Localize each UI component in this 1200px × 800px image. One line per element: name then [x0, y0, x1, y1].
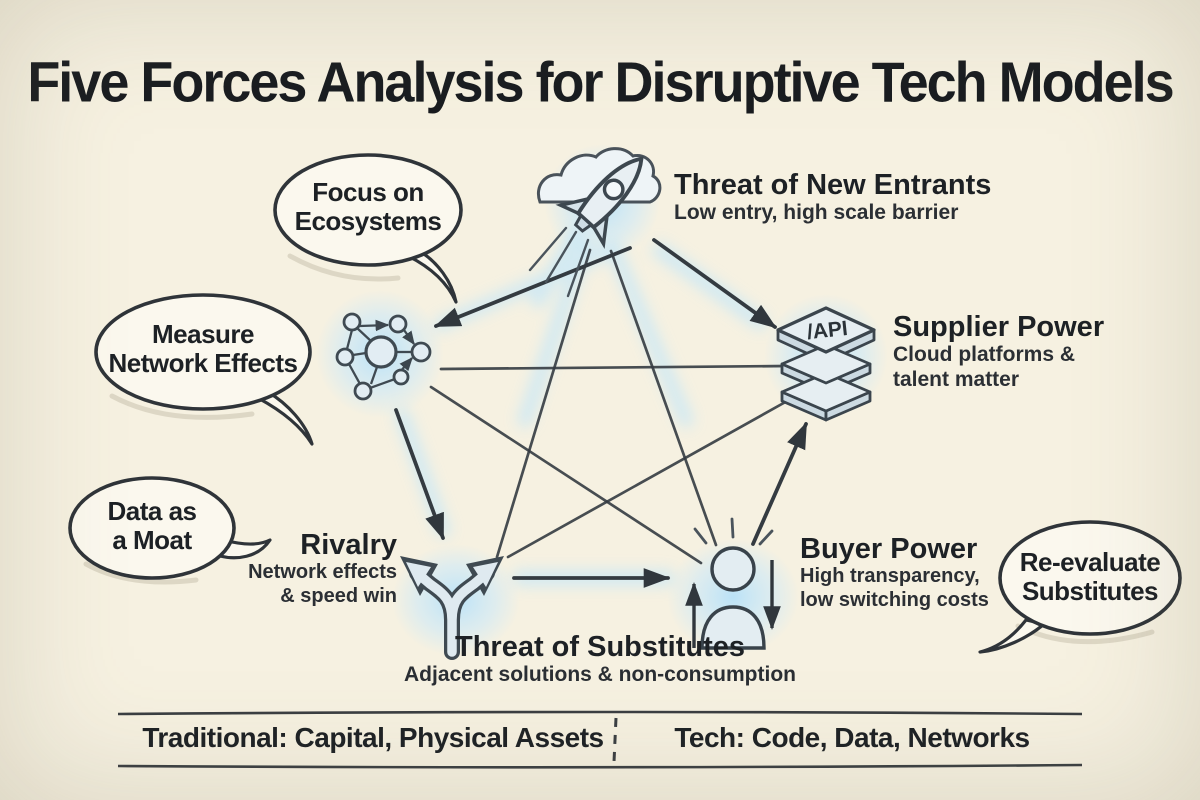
- buyer-power-block: Buyer Power High transparency, low switc…: [800, 533, 989, 613]
- supplier-power-label: Supplier Power: [893, 311, 1105, 343]
- arrow-rocket-to-network: [433, 246, 632, 328]
- arrow-rocket-to-api: [652, 238, 777, 329]
- measure-bubble-text: Measure Network Effects: [93, 319, 313, 379]
- api-stack-label: /API: [806, 317, 849, 344]
- reevaluate-bubble-text: Re-evaluate Substitutes: [995, 547, 1185, 607]
- rivalry-block: Rivalry Network effects & speed win: [225, 529, 397, 609]
- substitutes-block: Threat of Substitutes Adjacent solutions…: [300, 631, 900, 688]
- person-icon: [685, 517, 781, 650]
- edge-rocket-to-fork: [495, 248, 592, 559]
- edge-rocket-to-person: [609, 249, 718, 547]
- data-moat-bubble-line2: a Moat: [112, 525, 192, 556]
- pentagon-connectors: [394, 238, 808, 588]
- measure-bubble: [94, 293, 312, 411]
- new-entrants-label: Threat of New Entrants: [674, 169, 992, 201]
- speech-bubbles: [68, 153, 1182, 654]
- rocket-exhaust: [528, 226, 590, 298]
- page-title: Five Forces Analysis for Disruptive Tech…: [27, 51, 1174, 115]
- reevaluate-bubble-tail: [978, 618, 1046, 654]
- new-entrants-note: Low entry, high scale barrier: [674, 201, 959, 225]
- rivalry-note1: Network effects: [248, 561, 397, 584]
- person-emphasis-ticks: [693, 517, 774, 546]
- edge-network-to-person: [429, 385, 703, 565]
- supplier-power-note1: Cloud platforms &: [893, 343, 1075, 367]
- data-moat-bubble-line1: Data as: [107, 496, 198, 526]
- substitutes-note: Adjacent solutions & non-consumption: [404, 663, 796, 687]
- focus-bubble: [273, 153, 463, 267]
- data-moat-bubble-text: Data as a Moat: [72, 496, 232, 556]
- buyer-power-note2: low switching costs: [800, 588, 989, 611]
- rocket-icon: [528, 147, 662, 298]
- focus-bubble-line1: Focus on: [312, 177, 424, 207]
- footer-rule-top: [117, 710, 1083, 716]
- data-moat-bubble: [68, 476, 236, 580]
- rivalry-label: Rivalry: [300, 529, 397, 561]
- focus-bubble-line2: Ecosystems: [294, 206, 442, 237]
- supplier-power-block: Supplier Power Cloud platforms & talent …: [893, 311, 1105, 393]
- footer-tech: Tech: Code, Data, Networks: [674, 722, 1030, 753]
- reevaluate-bubble-line1: Re-evaluate: [1019, 547, 1161, 577]
- arrow-network-to-fork: [394, 408, 445, 541]
- footer-traditional: Traditional: Capital, Physical Assets: [142, 722, 604, 753]
- measure-bubble-line1: Measure: [152, 319, 255, 349]
- edge-api-to-fork: [506, 398, 791, 559]
- rivalry-note2: & speed win: [280, 584, 397, 607]
- arrow-person-to-api: [751, 421, 808, 546]
- focus-bubble-text: Focus on Ecosystems: [268, 177, 468, 237]
- fork-arrows-icon: [400, 556, 504, 660]
- buyer-power-label: Buyer Power: [800, 533, 978, 565]
- network-icon: [335, 312, 432, 401]
- measure-bubble-line2: Network Effects: [108, 348, 299, 379]
- footer-divider: [612, 717, 618, 763]
- measure-bubble-tail: [256, 390, 314, 446]
- api-stack-icon: /API: [776, 306, 876, 422]
- data-moat-bubble-tail: [218, 538, 272, 560]
- edge-network-to-api: [439, 364, 789, 371]
- footer-rules: [117, 710, 1083, 769]
- reevaluate-bubble: [998, 520, 1182, 636]
- buyer-power-note1: High transparency,: [800, 565, 980, 588]
- supplier-power-note2: talent matter: [893, 368, 1020, 392]
- substitutes-label: Threat of Substitutes: [454, 631, 745, 663]
- footer-rule-bottom: [117, 763, 1083, 769]
- new-entrants-block: Threat of New Entrants Low entry, high s…: [674, 169, 992, 226]
- reevaluate-bubble-line2: Substitutes: [1021, 576, 1159, 607]
